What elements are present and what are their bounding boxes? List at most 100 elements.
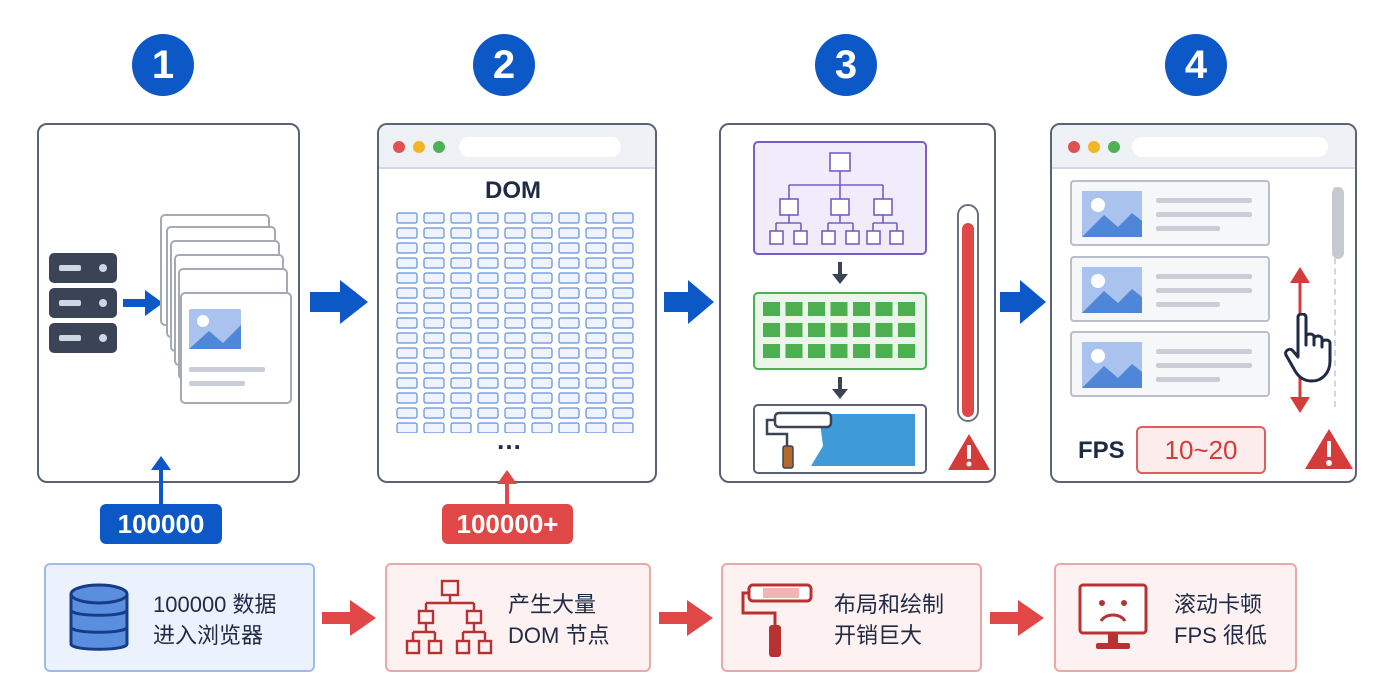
dom-node <box>612 362 634 374</box>
tree-icon <box>405 579 493 655</box>
summary-text: 100000 数据 进入浏览器 <box>153 589 277 651</box>
dom-node <box>612 332 634 344</box>
dom-node <box>612 227 634 239</box>
dom-node <box>558 317 580 329</box>
layout-cell <box>830 302 848 316</box>
dom-node <box>423 362 445 374</box>
dom-node <box>477 347 499 359</box>
panel-scroll-jank: FPS 10~20 <box>1050 123 1357 483</box>
dom-node <box>504 407 526 419</box>
dom-node <box>477 242 499 254</box>
dom-node <box>585 227 607 239</box>
close-dot-icon <box>1068 141 1080 153</box>
dom-node <box>396 242 418 254</box>
dom-node <box>450 302 472 314</box>
dom-node <box>612 422 634 433</box>
step-number: 2 <box>492 42 516 87</box>
layout-cell <box>763 302 780 316</box>
more-nodes-ellipsis: … <box>496 425 522 455</box>
layout-cell <box>853 302 870 316</box>
layout-cell <box>763 344 780 358</box>
summary-line: 布局和绘制 <box>834 592 945 617</box>
panel-dom-nodes: DOM … <box>377 123 657 483</box>
dom-node <box>504 347 526 359</box>
dom-node <box>450 227 472 239</box>
layout-cell <box>898 344 915 358</box>
summary-text: 产生大量 DOM 节点 <box>508 589 609 651</box>
dom-node <box>585 302 607 314</box>
dom-node <box>396 227 418 239</box>
dom-node <box>396 407 418 419</box>
dom-node <box>531 377 553 389</box>
layout-cell <box>875 323 893 337</box>
dom-node <box>477 377 499 389</box>
dom-node <box>423 257 445 269</box>
layout-cell <box>785 344 803 358</box>
dom-node <box>558 272 580 284</box>
arrow-down-icon <box>832 377 848 399</box>
summary-line: 进入浏览器 <box>153 623 264 648</box>
dom-node <box>585 347 607 359</box>
dom-node <box>477 212 499 224</box>
close-dot-icon <box>393 141 405 153</box>
summary-text: 滚动卡顿 FPS 很低 <box>1174 589 1267 651</box>
panel-layout-paint <box>719 123 996 483</box>
dom-node <box>531 242 553 254</box>
image-thumbnail-icon <box>1082 191 1142 237</box>
summary-line: 滚动卡顿 <box>1174 592 1263 617</box>
dom-node <box>396 332 418 344</box>
browser-toolbar <box>1052 125 1355 169</box>
dom-node <box>558 347 580 359</box>
summary-text: 布局和绘制 开销巨大 <box>834 589 944 651</box>
dom-node <box>477 287 499 299</box>
scrollbar-track[interactable] <box>1334 187 1342 407</box>
summary-dom-nodes: 产生大量 DOM 节点 <box>385 563 651 672</box>
dom-node <box>558 302 580 314</box>
layout-cell <box>898 323 915 337</box>
flow-arrow-icon <box>664 280 714 324</box>
dom-node <box>504 287 526 299</box>
arrow-up-icon <box>151 456 171 506</box>
address-bar <box>1132 137 1328 157</box>
dom-node <box>504 227 526 239</box>
dom-node <box>450 272 472 284</box>
dom-node <box>396 212 418 224</box>
dom-node <box>396 422 418 433</box>
dom-node <box>423 302 445 314</box>
browser-toolbar <box>379 125 655 169</box>
dom-node <box>396 362 418 374</box>
dom-node <box>612 302 634 314</box>
dom-node <box>531 407 553 419</box>
dom-node <box>450 257 472 269</box>
dom-node <box>531 422 553 433</box>
arrow-down-icon <box>832 262 848 284</box>
warning-icon <box>948 434 990 470</box>
summary-layout-paint: 布局和绘制 开销巨大 <box>721 563 982 672</box>
dom-node <box>558 242 580 254</box>
dom-node <box>396 287 418 299</box>
dom-node <box>531 212 553 224</box>
dom-node <box>558 377 580 389</box>
dom-node <box>423 392 445 404</box>
maximize-dot-icon <box>1108 141 1120 153</box>
scrollbar-thumb[interactable] <box>1332 187 1344 259</box>
arrow-right-icon <box>123 290 163 316</box>
dom-node <box>504 362 526 374</box>
dom-node <box>423 212 445 224</box>
dom-node <box>585 392 607 404</box>
list-item <box>1070 180 1270 246</box>
dom-node <box>612 407 634 419</box>
layout-cell <box>853 344 870 358</box>
step-badge-1: 1 <box>132 34 194 96</box>
dom-node <box>396 302 418 314</box>
dom-node <box>612 392 634 404</box>
layout-cell <box>808 344 825 358</box>
dom-node <box>477 227 499 239</box>
step-number: 4 <box>1184 42 1208 87</box>
dom-node <box>477 317 499 329</box>
layout-cell <box>830 344 848 358</box>
dom-node <box>531 332 553 344</box>
dom-node <box>585 422 607 433</box>
dom-node <box>450 317 472 329</box>
dom-node <box>504 272 526 284</box>
